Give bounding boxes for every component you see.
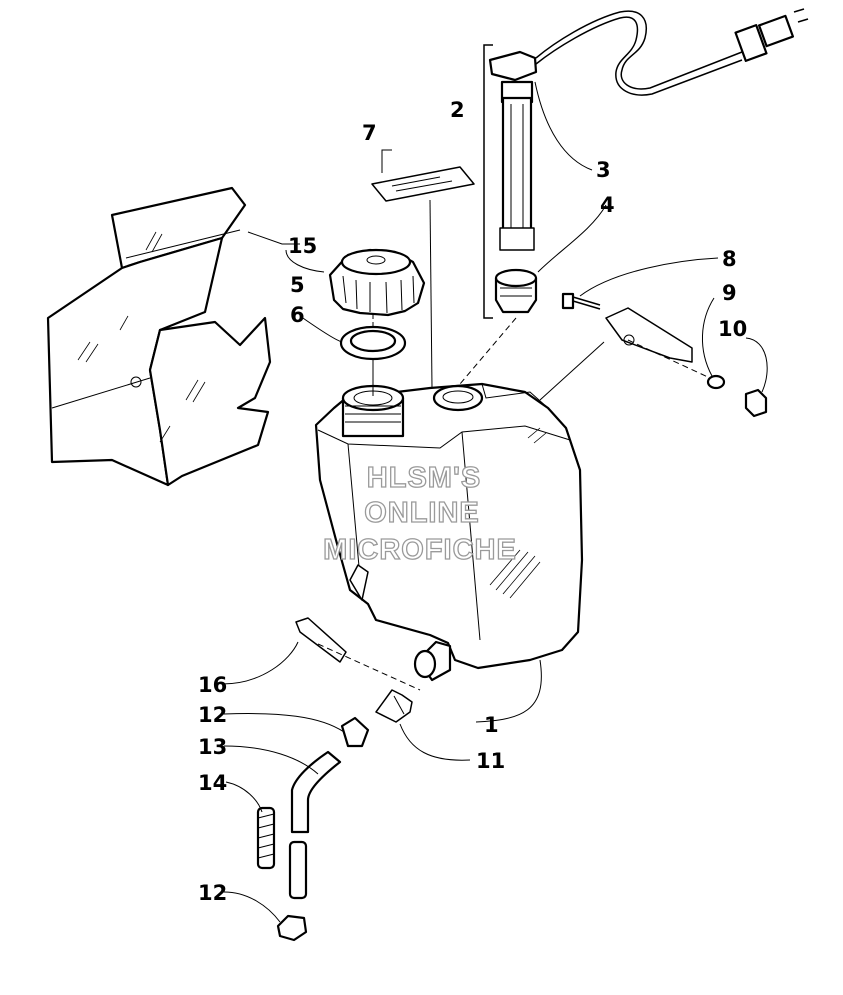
clamp-part-12-lower [276, 914, 308, 942]
callout-13: 13 [198, 735, 227, 759]
bracket [605, 307, 693, 363]
callout-6: 6 [290, 303, 305, 327]
callout-2: 2 [450, 98, 465, 122]
watermark-line-3: MICROFICHE [323, 534, 517, 566]
bolt-part-8 [561, 292, 601, 310]
clip-part-16 [295, 617, 347, 663]
callout-8: 8 [722, 247, 737, 271]
fuel-gauge-assembly-part-2 [488, 8, 809, 251]
decal-part-7 [371, 166, 475, 202]
callout-14: 14 [198, 771, 227, 795]
callout-7: 7 [362, 121, 377, 145]
fitting-part-11 [375, 689, 413, 723]
watermark: HLSM'S ONLINE MICROFICHE [323, 461, 517, 566]
callout-16: 16 [198, 673, 227, 697]
spring-part-14 [256, 806, 276, 870]
heat-shield-part-15 [46, 186, 272, 487]
callouts: 1 2 3 4 5 6 7 8 9 10 11 12 12 13 14 15 1… [198, 98, 747, 905]
callout-12-lower: 12 [198, 881, 227, 905]
hose-part-13 [290, 750, 342, 834]
bracket-part-2 [483, 44, 493, 319]
callout-3: 3 [596, 158, 611, 182]
hose [288, 840, 308, 900]
callout-5: 5 [290, 273, 305, 297]
callout-9: 9 [722, 281, 737, 305]
callout-12-upper: 12 [198, 703, 227, 727]
gas-cap-part-5 [328, 248, 426, 317]
grommet-part-4 [494, 268, 538, 314]
fuel-tank-part-1 [314, 382, 584, 682]
washer-part-9 [706, 374, 726, 390]
clamp-part-12 [340, 716, 370, 748]
callout-1: 1 [484, 713, 499, 737]
nut-part-10 [744, 388, 768, 418]
callout-10: 10 [718, 317, 747, 341]
gasket-part-6 [339, 325, 407, 361]
callout-15: 15 [288, 234, 317, 258]
callout-11: 11 [476, 749, 505, 773]
leader-lines [221, 81, 768, 923]
callout-4: 4 [600, 193, 615, 217]
watermark-line-2: ONLINE [364, 497, 480, 529]
watermark-line-1: HLSM'S [367, 462, 481, 494]
